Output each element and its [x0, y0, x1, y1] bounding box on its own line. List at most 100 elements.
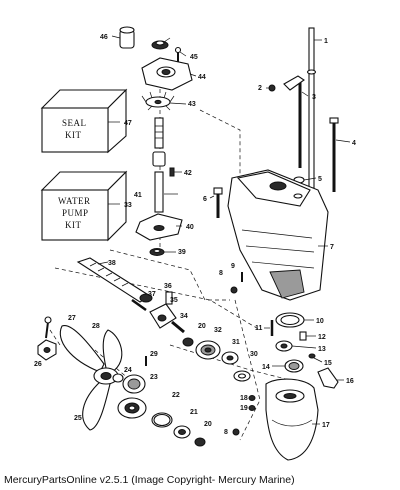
callout-8-lower: 8 — [224, 429, 228, 436]
callout-12: 12 — [318, 334, 326, 341]
callout-21: 21 — [190, 409, 198, 416]
callout-38: 38 — [108, 260, 116, 267]
screw-45-part[interactable] — [174, 46, 182, 63]
face-plate-part[interactable] — [135, 213, 183, 241]
shift-pin-part[interactable] — [131, 291, 173, 312]
cross-pin-part[interactable] — [171, 320, 185, 334]
propeller-part[interactable] — [59, 325, 123, 431]
callout-29: 29 — [150, 351, 158, 358]
callout-1: 1 — [324, 38, 328, 45]
callout-6: 6 — [203, 196, 207, 203]
callout-9: 9 — [231, 263, 235, 270]
callout-20-lower: 20 — [204, 421, 212, 428]
callout-18: 18 — [240, 395, 248, 402]
seal-kit-label-line2: KIT — [65, 130, 82, 140]
callout-41: 41 — [134, 192, 142, 199]
bearing-20-upper-part[interactable] — [182, 337, 194, 347]
bolt-6-part[interactable] — [213, 187, 223, 218]
callout-7: 7 — [330, 244, 334, 251]
callout-42: 42 — [184, 170, 192, 177]
stud-part[interactable] — [329, 117, 339, 192]
callout-27: 27 — [68, 315, 76, 322]
reverse-gear-part[interactable] — [122, 374, 146, 394]
callout-33: 33 — [124, 202, 132, 209]
callout-14: 14 — [262, 364, 270, 371]
o-ring-22-part[interactable] — [151, 412, 173, 428]
seal-20-lower-part[interactable] — [194, 437, 206, 447]
anode-part[interactable] — [317, 367, 339, 389]
callout-5: 5 — [318, 176, 322, 183]
callout-37: 37 — [148, 291, 156, 298]
callout-46: 46 — [100, 34, 108, 41]
screw-18-part[interactable] — [248, 395, 256, 401]
water-pump-housing[interactable] — [141, 57, 193, 91]
water-pump-kit-box[interactable]: WATER PUMP KIT — [40, 170, 128, 242]
copyright-footer: MercuryPartsOnline v2.5.1 (Image Copyrig… — [4, 474, 295, 486]
callout-24: 24 — [124, 367, 132, 374]
bearing-13-part[interactable] — [275, 340, 293, 352]
water-pump-kit-label-line3: KIT — [65, 220, 82, 230]
drive-shaft-long-part[interactable] — [306, 27, 317, 189]
callout-19: 19 — [240, 405, 248, 412]
callout-11: 11 — [255, 325, 263, 332]
seal-39-part[interactable] — [151, 40, 169, 50]
water-pump-kit-label-line1: WATER — [58, 196, 91, 206]
callout-16: 16 — [346, 378, 354, 385]
bearing-21-part[interactable] — [173, 425, 191, 439]
callout-35: 35 — [170, 297, 178, 304]
forward-gear-part[interactable] — [195, 340, 221, 360]
clutch-part[interactable] — [149, 303, 177, 329]
callout-4: 4 — [352, 140, 356, 147]
drain-plug-8-upper-part[interactable] — [230, 286, 238, 294]
key-42-part[interactable] — [169, 167, 175, 177]
callout-44: 44 — [198, 74, 206, 81]
drain-plug-8-lower-part[interactable] — [232, 428, 240, 436]
callout-39: 39 — [178, 249, 186, 256]
seal-10-part[interactable] — [275, 312, 305, 328]
callout-22: 22 — [172, 392, 180, 399]
bearing-carrier-part[interactable] — [117, 397, 147, 419]
callout-28: 28 — [92, 323, 100, 330]
gear-housing-upper[interactable] — [227, 169, 329, 301]
washer-15-part[interactable] — [308, 353, 316, 359]
callout-8-upper: 8 — [219, 270, 223, 277]
pinion-shaft-part[interactable] — [76, 257, 153, 303]
thrust-washer-30-part[interactable] — [233, 370, 251, 382]
callout-31: 31 — [232, 339, 240, 346]
exploded-parts-diagram: SEAL KIT WATER PUMP KIT — [34, 26, 356, 461]
callout-10: 10 — [316, 318, 324, 325]
callout-34: 34 — [180, 313, 188, 320]
callout-30: 30 — [250, 351, 258, 358]
gasket-part[interactable] — [149, 248, 165, 256]
callout-numbers: 1 2 3 4 5 6 7 8 9 10 11 12 13 14 15 16 1… — [34, 34, 356, 436]
prop-nut-part[interactable] — [37, 339, 57, 361]
callout-leaders — [97, 35, 351, 425]
callout-36: 36 — [164, 283, 172, 290]
callout-3: 3 — [312, 94, 316, 101]
thrust-washer-24-part[interactable] — [112, 373, 124, 383]
gear-housing-lower[interactable] — [265, 378, 319, 461]
callout-43: 43 — [188, 101, 196, 108]
seal-kit-label-line1: SEAL — [62, 118, 87, 128]
callout-32: 32 — [214, 327, 222, 334]
callout-25: 25 — [74, 415, 82, 422]
callout-15: 15 — [324, 360, 332, 367]
callout-40: 40 — [186, 224, 194, 231]
bushing-12-part[interactable] — [299, 331, 307, 341]
washer-19-part[interactable] — [248, 405, 256, 411]
water-tube-part[interactable] — [119, 26, 135, 49]
shift-rod-part[interactable] — [268, 75, 305, 168]
water-pump-kit-label-line2: PUMP — [62, 208, 89, 218]
callout-13: 13 — [318, 346, 326, 353]
callout-17: 17 — [322, 422, 330, 429]
bearing-31-part[interactable] — [221, 351, 239, 365]
callout-45: 45 — [190, 54, 198, 61]
impeller-part[interactable] — [141, 91, 175, 111]
callout-2: 2 — [258, 85, 262, 92]
seal-kit-box[interactable]: SEAL KIT — [40, 88, 128, 154]
pinion-gear-part[interactable] — [284, 359, 304, 373]
callout-47: 47 — [124, 120, 132, 127]
cotter-pin-part[interactable] — [44, 316, 52, 339]
callout-26: 26 — [34, 361, 42, 368]
drive-shaft-part[interactable] — [152, 117, 166, 213]
